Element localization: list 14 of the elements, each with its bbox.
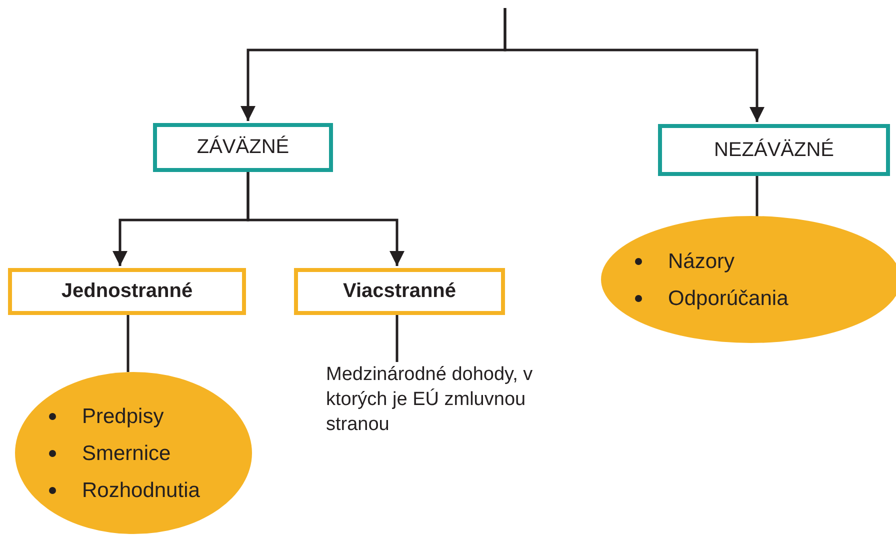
list-item: Odporúčania (668, 286, 788, 312)
connector-line (126, 315, 130, 372)
description-text: Medzinárodné dohody, v ktorých je EÚ zmluvnou stranou (326, 362, 541, 462)
connector-line (396, 315, 398, 362)
list-item: Predpisy (82, 404, 164, 430)
type-box: Jednostranné (8, 268, 246, 315)
arrow (246, 172, 404, 266)
arrow (504, 8, 764, 122)
category-box: ZÁVÄZNÉ (153, 123, 333, 172)
category-box: NEZÁVÄZNÉ (658, 124, 890, 176)
list-item: Smernice (82, 440, 171, 466)
list-item: Názory (668, 248, 735, 274)
type-box: Viacstranné (294, 268, 505, 315)
list-item: Rozhodnutia (82, 478, 200, 504)
